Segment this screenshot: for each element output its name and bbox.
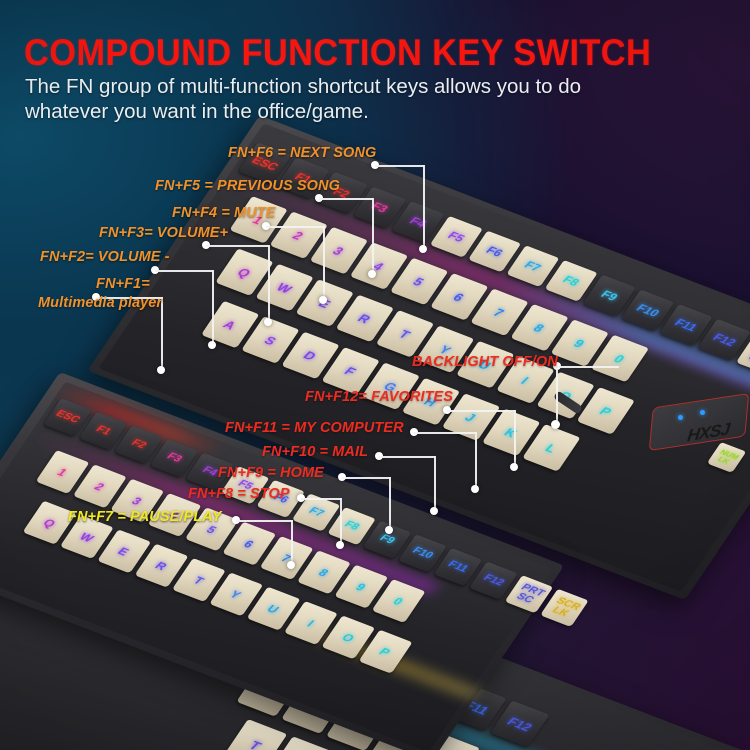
leader-dot-f7-key [287, 561, 295, 569]
leader-dot-f12-key [510, 463, 518, 471]
leader-dot-f1-key [157, 366, 165, 374]
indicator-led-1 [678, 415, 683, 420]
leader-dot-f5-key [368, 270, 376, 278]
leader-dot-backlight-key [551, 420, 560, 429]
leader-dot-f6-key [419, 245, 427, 253]
page-subtitle: The FN group of multi-function shortcut … [25, 74, 600, 124]
leader-dot-f9-key [385, 526, 393, 534]
annotation-fn-f6: FN+F6 = NEXT SONG [228, 145, 376, 161]
leader-dot-f8-key [336, 541, 344, 549]
annotation-multimedia-player: Multimedia player [38, 295, 162, 311]
leader-dot-f4-key [319, 296, 327, 304]
annotation-fn-f2: FN+F2= VOLUME - [40, 249, 170, 265]
leader-dot-f10-key [430, 507, 438, 515]
leader-dot-f11-key [471, 485, 479, 493]
annotation-fn-f12: FN+F12= FAVORITES [305, 389, 453, 405]
annotation-fn-f7: FN+F7 = PAUSE/PLAY [68, 509, 222, 525]
annotation-fn-f10: FN+F10 = MAIL [262, 444, 368, 460]
annotation-fn-f5: FN+F5 = PREVIOUS SONG [155, 178, 340, 194]
annotation-fn-f3: FN+F3= VOLUME+ [99, 225, 228, 241]
annotation-fn-f8: FN+F8 = STOP [188, 486, 290, 502]
leader-dot-f2-key [208, 341, 216, 349]
annotation-backlight: BACKLIGHT OFF/ON [412, 354, 558, 370]
indicator-led-2 [700, 410, 705, 415]
annotation-fn-f9: FN+F9 = HOME [218, 465, 324, 481]
page-title: COMPOUND FUNCTION KEY SWITCH [24, 32, 651, 74]
annotation-fn-f1: FN+F1= [96, 276, 150, 292]
annotation-fn-f4: FN+F4 = MUTE [172, 205, 276, 221]
annotation-fn-f11: FN+F11 = MY COMPUTER [225, 420, 404, 436]
leader-dot-f3-key [264, 318, 272, 326]
